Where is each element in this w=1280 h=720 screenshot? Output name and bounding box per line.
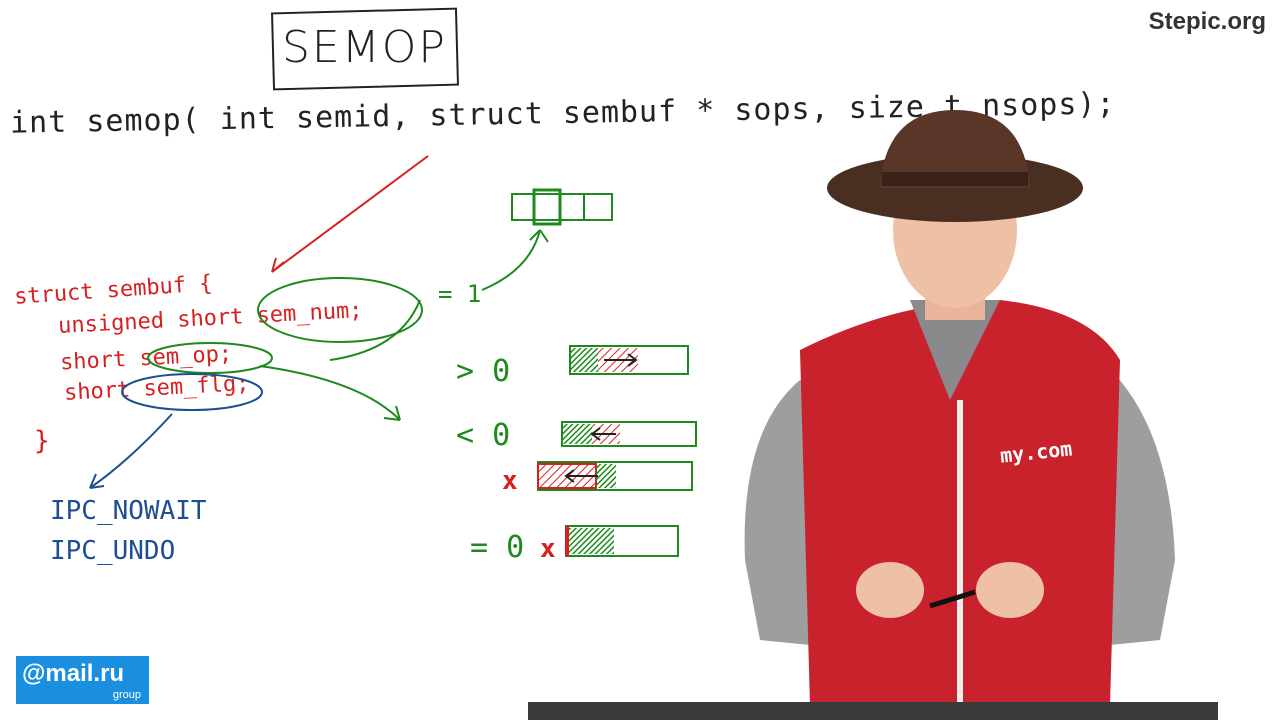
flag-ipc-nowait: IPC_NOWAIT — [50, 496, 207, 526]
red-arrow-head — [271, 257, 285, 273]
struct-line-5: } — [34, 426, 50, 456]
sem-flg-ellipse — [121, 373, 263, 411]
sem-num-ellipse — [257, 277, 423, 343]
sem-op-ellipse — [147, 342, 273, 374]
bar-gt-0 — [569, 345, 689, 375]
bar-eq-0 — [565, 525, 679, 557]
mailru-logo: @mail.ru group — [16, 656, 149, 704]
bar-lt-0-fail — [537, 461, 693, 491]
blue-arrow — [89, 413, 173, 489]
red-arrow — [271, 155, 429, 273]
board-title: SEMOP — [282, 22, 447, 73]
cond-lt-0: < 0 — [456, 418, 511, 453]
red-x-mark-1: x — [502, 466, 518, 496]
array-arrow — [481, 229, 541, 291]
cond-gt-0: > 0 — [456, 354, 511, 389]
brand-stepic: Stepic.org — [1148, 8, 1266, 35]
sem-op-arrow — [259, 365, 401, 421]
red-x-mark-2: x — [540, 534, 556, 564]
cond-eq-0: = 0 — [470, 530, 525, 565]
presenter — [744, 110, 1175, 705]
laptop-edge — [528, 702, 1218, 720]
bar-lt-0 — [561, 421, 697, 447]
cond-eq-1: = 1 — [438, 280, 482, 308]
logo-main-text: @mail.ru — [22, 660, 125, 687]
semaphore-array — [511, 188, 613, 226]
logo-sub-text: group — [112, 689, 141, 701]
flag-ipc-undo: IPC_UNDO — [50, 536, 176, 566]
